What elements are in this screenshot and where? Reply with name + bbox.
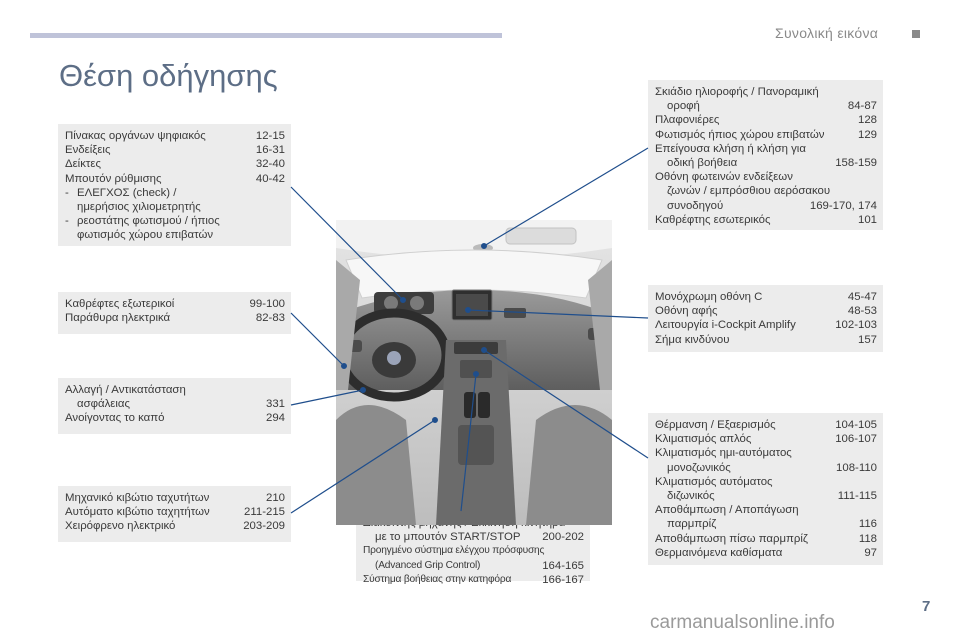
list-item: Οθόνη φωτεινών ενδείξεων: [655, 171, 793, 184]
list-item: Σκιάδιο ηλιοροφής / Πανοραμική: [655, 86, 819, 98]
leader-dot: [481, 243, 488, 250]
list-item: ζωνών / εμπρόσθιου αερόσακου: [667, 185, 831, 198]
leader-line-climate: [483, 349, 649, 459]
leader-line-gearbox: [290, 419, 436, 514]
sub-item: -ΕΛΕΓΧΟΣ (check) /: [65, 186, 177, 199]
leader-line-screen: [467, 309, 649, 319]
list-item: Επείγουσα κλήση ή κλήση για: [655, 142, 806, 155]
list-item: Κλιματισμός ημι-αυτόματος: [655, 447, 792, 460]
leader-line-sunblind: [483, 147, 649, 247]
list-item: Αλλαγή / Αντικατάσταση: [65, 384, 186, 396]
leader-dot: [400, 297, 407, 304]
page-number: 7: [922, 598, 931, 615]
section-title: Συνολική εικόνα: [775, 25, 879, 41]
leader-line-start: [460, 373, 477, 512]
cockpit-drawing: [336, 220, 612, 525]
page-title: Θέση οδήγησης: [59, 58, 278, 93]
leader-line-instrument: [290, 186, 404, 301]
section-marker: [912, 30, 920, 38]
leader-dot: [473, 371, 480, 378]
leader-dot: [432, 417, 439, 424]
list-item: (Advanced Grip Control)164-165: [375, 559, 584, 572]
list-item: Κλιματισμός αυτόματος: [655, 475, 773, 488]
sub-item: -ρεοστάτης φωτισμού / ήπιος: [65, 215, 220, 228]
list-item: Αποθάμπωση / Αποπάγωση: [655, 504, 799, 517]
watermark: carmanualsonline.info: [650, 612, 835, 633]
leader-line-mirrors: [290, 312, 345, 367]
leader-dot: [465, 307, 472, 314]
list-item: Προηγμένο σύστημα ελέγχου πρόσφυσης: [363, 545, 545, 557]
sub-item-line: ημερήσιος χιλιομετρητής: [77, 201, 201, 214]
leader-dot: [481, 347, 488, 354]
leader-dot: [360, 387, 367, 394]
sub-item-line: φωτισμός χώρου επιβατών: [77, 229, 214, 242]
header-rule: [30, 33, 502, 38]
leader-line-fuses: [290, 389, 364, 406]
leader-dot: [341, 363, 348, 370]
cockpit-illustration: [336, 220, 612, 525]
